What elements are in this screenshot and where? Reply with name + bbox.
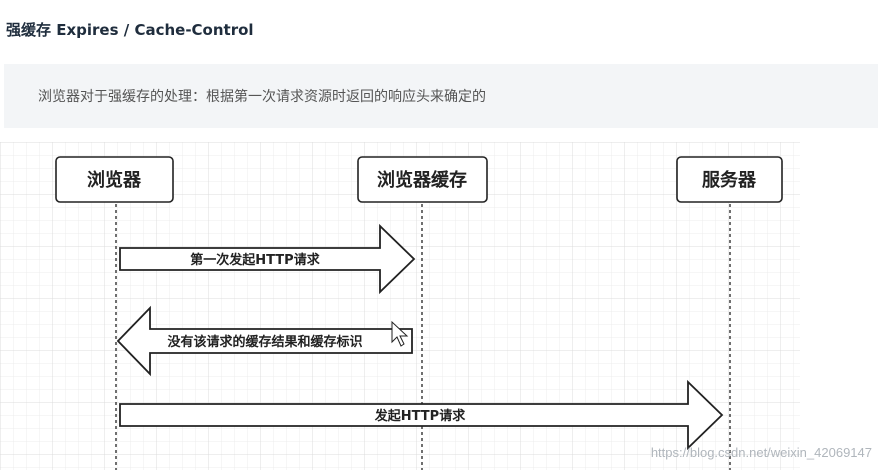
- actor-server-label: 服务器: [702, 169, 757, 191]
- message-arrow-1: 第一次发起HTTP请求: [119, 223, 416, 295]
- message-3-label: 发起HTTP请求: [374, 408, 466, 424]
- actor-browser: 浏览器: [55, 156, 174, 203]
- page-title: 强缓存 Expires / Cache-Control: [6, 21, 254, 39]
- message-arrow-3: 发起HTTP请求: [119, 379, 724, 451]
- message-2-label: 没有该请求的缓存结果和缓存标识: [167, 334, 362, 350]
- watermark: https://blog.csdn.net/weixin_42069147: [650, 445, 872, 460]
- callout-text: 浏览器对于强缓存的处理：根据第一次请求资源时返回的响应头来确定的: [38, 89, 486, 105]
- message-1-label: 第一次发起HTTP请求: [190, 252, 320, 268]
- message-arrow-2: 没有该请求的缓存结果和缓存标识: [116, 305, 413, 377]
- actor-browser-cache-label: 浏览器缓存: [377, 169, 467, 191]
- sequence-diagram: 浏览器 浏览器缓存 服务器 第一次发起HTTP请求 没有该请求的缓存结果和缓存标…: [0, 142, 800, 470]
- mouse-cursor-icon: [391, 320, 409, 347]
- actor-browser-cache: 浏览器缓存: [357, 156, 488, 203]
- actor-browser-label: 浏览器: [87, 169, 142, 191]
- info-callout: 浏览器对于强缓存的处理：根据第一次请求资源时返回的响应头来确定的: [4, 64, 878, 128]
- actor-server: 服务器: [676, 156, 783, 203]
